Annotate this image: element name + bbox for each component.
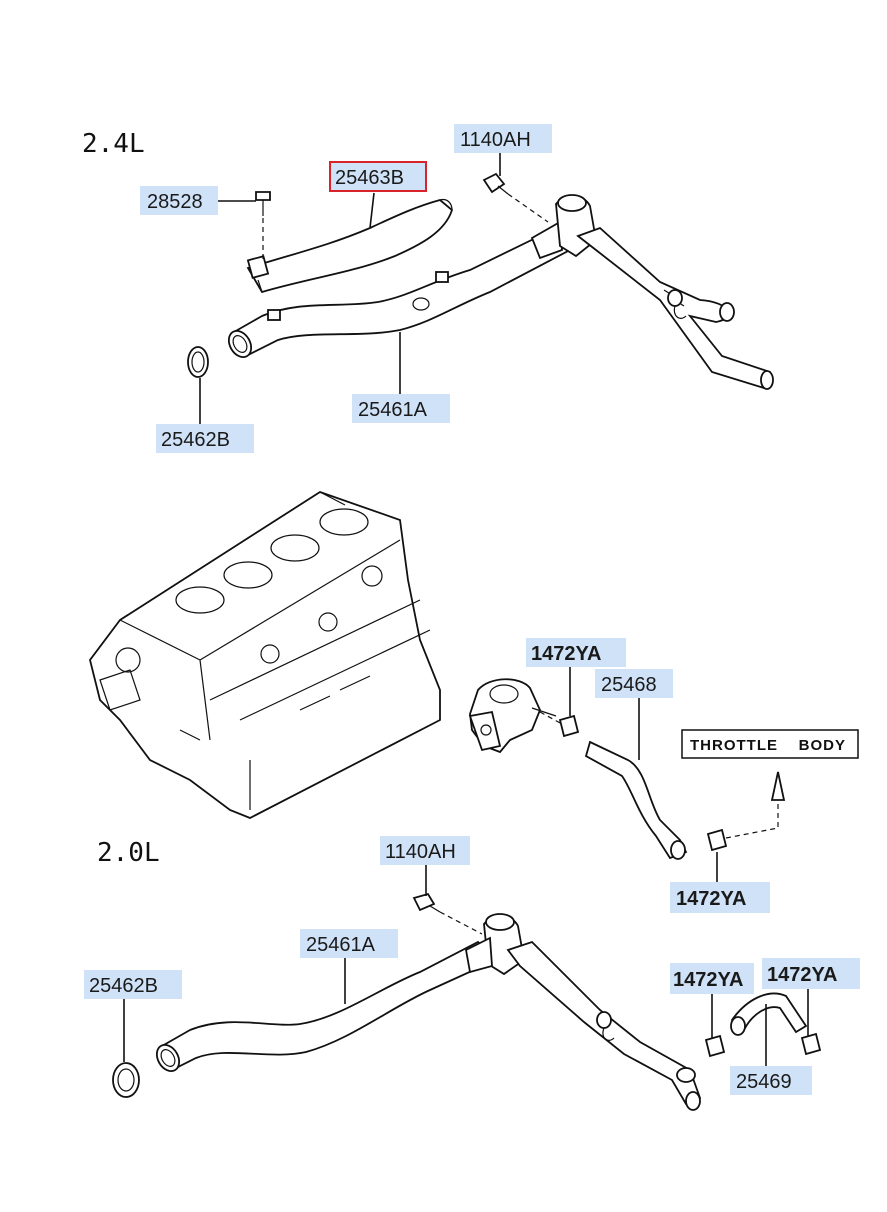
highlight-frame — [329, 161, 427, 192]
callout-1472ya-middle-bottom[interactable]: 1472YA — [670, 882, 770, 913]
section-label-2-0l: 2.0L — [97, 838, 160, 868]
callout-text: 25468 — [601, 674, 657, 696]
callout-text: 1472YA — [767, 964, 837, 986]
callout-text: 1140AH — [385, 841, 456, 863]
clamp-1472ya-lower-left — [704, 1034, 726, 1058]
throttle-hose-assembly: THROTTLE BODY — [468, 667, 859, 882]
bolt-1140ah-upper — [482, 172, 506, 194]
bolt-28528 — [255, 191, 271, 201]
callout-25461a-upper[interactable]: 25461A — [352, 394, 450, 423]
callout-25461a-lower[interactable]: 25461A — [300, 929, 398, 958]
callout-text: 1472YA — [531, 643, 601, 665]
engine-block — [89, 491, 441, 819]
callout-text: 1472YA — [676, 888, 746, 910]
o-ring-25462b-upper — [187, 346, 209, 378]
callout-25469[interactable]: 25469 — [730, 1066, 812, 1095]
bolt-1140ah-lower — [412, 892, 436, 912]
callout-text: 25461A — [306, 934, 376, 956]
heat-protector-25463b — [246, 199, 454, 294]
callout-1472ya-lower-left[interactable]: 1472YA — [670, 963, 754, 994]
callout-25462b-lower[interactable]: 25462B — [84, 970, 182, 999]
clamp-1472ya-top — [558, 714, 580, 738]
callout-25463b[interactable]: 25463B — [329, 161, 427, 192]
callout-text: 28528 — [147, 191, 203, 213]
callout-text: 25461A — [358, 399, 428, 421]
callout-text: 25462B — [161, 429, 230, 451]
clamp-1472ya-lower-right — [800, 1032, 822, 1056]
upper-assembly — [187, 150, 774, 424]
callout-1472ya-top[interactable]: 1472YA — [526, 638, 626, 667]
callout-1140ah-upper[interactable]: 1140AH — [454, 124, 552, 153]
throttle-body-label: THROTTLE BODY — [690, 737, 846, 754]
hose-25468 — [584, 740, 688, 860]
callout-text: 25462B — [89, 975, 158, 997]
callout-text: 25463B — [335, 167, 404, 189]
clamp-1472ya-bottom — [706, 828, 728, 852]
section-label-2-4l: 2.4L — [82, 129, 145, 159]
o-ring-25462b-lower — [112, 1062, 140, 1098]
hose-25469 — [730, 992, 808, 1034]
callout-1472ya-lower-right[interactable]: 1472YA — [762, 958, 860, 989]
lower-assembly — [112, 864, 822, 1111]
water-pipe-25461a-lower — [160, 940, 498, 1072]
throttle-body-box — [681, 729, 859, 759]
callout-1140ah-lower[interactable]: 1140AH — [380, 836, 470, 865]
callout-25468[interactable]: 25468 — [595, 669, 673, 698]
callout-text: 1140AH — [460, 129, 531, 151]
water-pipe-25461a-upper — [232, 230, 572, 358]
callout-25462b-upper[interactable]: 25462B — [156, 424, 254, 453]
callout-28528[interactable]: 28528 — [140, 186, 218, 215]
callout-text: 1472YA — [673, 969, 743, 991]
callout-text: 25469 — [736, 1071, 792, 1093]
